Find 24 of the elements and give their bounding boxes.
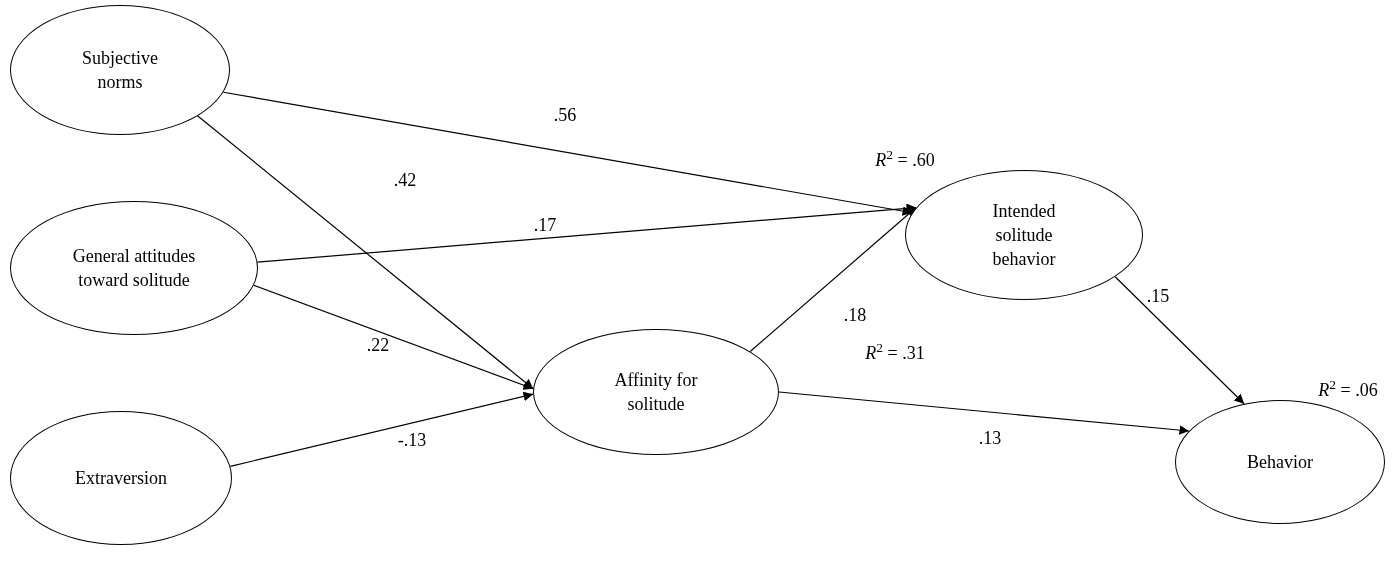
edge-label: .22: [366, 333, 390, 357]
edge-label: .56: [553, 103, 577, 127]
arrow: [253, 284, 534, 390]
edge-label: .15: [1146, 284, 1170, 308]
node-text: Intended solitude behavior: [991, 199, 1057, 272]
arrow: [749, 206, 917, 353]
edge-label: .18: [843, 303, 867, 327]
node-text: Extraversion: [75, 466, 167, 490]
edge-label: -.13: [397, 428, 427, 452]
arrow: [256, 203, 917, 263]
arrow: [1114, 276, 1245, 405]
r-squared-label: R$^{2}$ = .06: [1318, 376, 1378, 402]
r-squared-label: R$^{2}$ = .31: [865, 339, 925, 365]
edge-label: .42: [393, 168, 417, 192]
r-squared-label: R$^{2}$ = .60: [875, 146, 935, 172]
arrow: [229, 391, 534, 467]
edge-label: .13: [978, 426, 1002, 450]
edge-label: .17: [533, 213, 557, 237]
node-text: Affinity for solitude: [613, 368, 699, 416]
node-text: Subjective norms: [81, 46, 159, 94]
arrow: [197, 115, 534, 390]
arrow: [778, 391, 1190, 435]
node-text: Behavior: [1247, 450, 1313, 474]
node-text: General attitudes toward solitude: [71, 244, 197, 292]
